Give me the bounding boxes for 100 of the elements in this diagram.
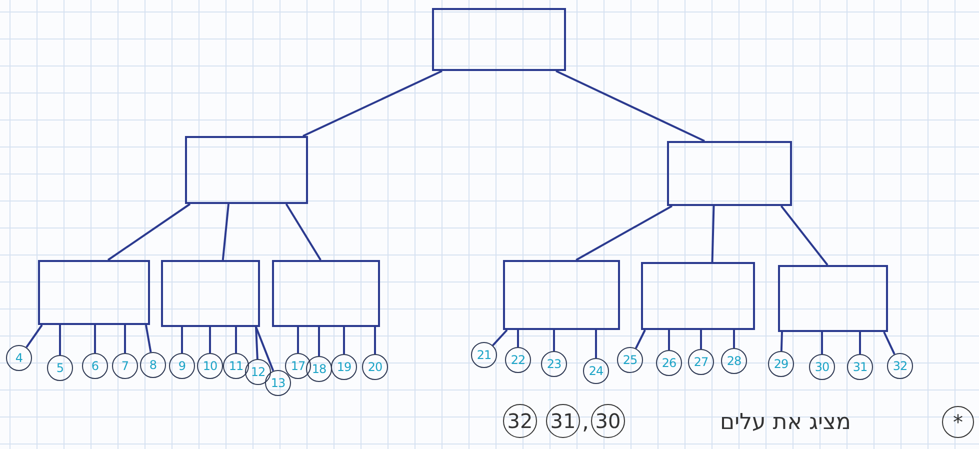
note-text: מציג את עלים bbox=[720, 409, 851, 437]
leaf-circle bbox=[285, 353, 311, 379]
circled-number: 32 bbox=[503, 404, 537, 438]
tree-node-box bbox=[185, 136, 308, 204]
tree-edge bbox=[302, 70, 442, 137]
tree-edge bbox=[255, 326, 258, 360]
leaf-number: 25 bbox=[622, 353, 638, 367]
leaf-number: 30 bbox=[814, 360, 830, 374]
leaf-circle bbox=[331, 354, 357, 380]
circled-asterisk: * bbox=[942, 406, 974, 438]
leaf-number: 24 bbox=[588, 364, 604, 378]
leaf-number: 32 bbox=[892, 359, 908, 373]
leaf-number: 29 bbox=[774, 357, 788, 371]
comma: , bbox=[582, 409, 589, 437]
tree-node-box bbox=[161, 260, 260, 327]
leaf-number: 26 bbox=[662, 356, 676, 370]
leaf-circle bbox=[541, 351, 567, 377]
tree-edge bbox=[553, 330, 555, 351]
leaf-number: 4 bbox=[15, 351, 23, 365]
leaf-number: 23 bbox=[546, 357, 562, 371]
tree-edge bbox=[318, 327, 320, 356]
leaf-number: 11 bbox=[228, 359, 244, 373]
tree-edge bbox=[209, 327, 211, 353]
tree-node-box bbox=[641, 262, 755, 330]
tree-edge bbox=[59, 325, 61, 355]
leaf-circle bbox=[617, 347, 643, 373]
leaf-number: 5 bbox=[56, 361, 64, 375]
tree-node-box bbox=[38, 260, 150, 325]
leaf-number: 10 bbox=[202, 359, 218, 373]
leaf-circle bbox=[887, 353, 913, 379]
leaf-circle bbox=[112, 353, 138, 379]
tree-edge bbox=[634, 330, 646, 349]
leaf-number: 28 bbox=[726, 354, 742, 368]
tree-edge bbox=[780, 332, 783, 352]
tree-edge bbox=[26, 324, 43, 348]
tree-edge bbox=[711, 206, 715, 262]
circled-number: 30 bbox=[591, 404, 625, 438]
leaf-circle bbox=[6, 345, 32, 371]
tree-edge bbox=[124, 325, 126, 353]
tree-edge bbox=[883, 332, 896, 355]
tree-node-box bbox=[432, 8, 566, 71]
leaf-number: 8 bbox=[149, 358, 157, 372]
leaf-circle bbox=[306, 356, 332, 382]
tree-edge bbox=[517, 330, 519, 347]
leaf-circle bbox=[471, 342, 497, 368]
tree-edge bbox=[297, 327, 299, 353]
leaf-circle bbox=[47, 355, 73, 381]
leaf-circle bbox=[847, 354, 873, 380]
leaf-circle bbox=[197, 353, 223, 379]
leaf-circle bbox=[809, 354, 835, 380]
leaf-number: 19 bbox=[336, 360, 352, 374]
tree-edge bbox=[181, 327, 183, 353]
tree-edge bbox=[145, 324, 152, 352]
leaf-number: 21 bbox=[476, 348, 492, 362]
leaf-number: 20 bbox=[368, 360, 382, 374]
tree-edge bbox=[576, 205, 672, 261]
leaf-circle bbox=[721, 348, 747, 374]
tree-edge bbox=[859, 332, 861, 354]
leaf-number: 18 bbox=[312, 362, 326, 376]
leaf-circle bbox=[245, 359, 271, 385]
leaf-circle bbox=[82, 353, 108, 379]
tree-edge bbox=[255, 326, 274, 372]
leaf-circle bbox=[688, 349, 714, 375]
tree-edge bbox=[222, 204, 230, 260]
tree-edge bbox=[492, 329, 508, 346]
tree-edge bbox=[374, 327, 376, 354]
tree-edge bbox=[107, 203, 191, 261]
leaf-circle bbox=[265, 370, 291, 396]
tree-edge bbox=[780, 205, 828, 266]
leaf-number: 27 bbox=[694, 355, 708, 369]
tree-edge bbox=[668, 330, 670, 350]
leaf-circle bbox=[140, 352, 166, 378]
tree-edge bbox=[235, 327, 237, 353]
leaf-number: 6 bbox=[91, 359, 99, 373]
tree-edge bbox=[595, 330, 597, 358]
tree-edge bbox=[94, 325, 96, 353]
leaf-circle bbox=[223, 353, 249, 379]
tree-edge bbox=[556, 70, 705, 142]
leaf-number: 7 bbox=[121, 359, 129, 373]
tree-node-box bbox=[667, 141, 792, 206]
leaf-circle bbox=[505, 347, 531, 373]
leaf-circle bbox=[583, 358, 609, 384]
tree-edge bbox=[285, 203, 322, 261]
leaf-number: 13 bbox=[270, 376, 286, 390]
leaf-circle bbox=[768, 351, 794, 377]
tree-edge bbox=[700, 330, 702, 349]
leaf-circle bbox=[169, 353, 195, 379]
leaf-number: 9 bbox=[178, 359, 186, 373]
tree-node-box bbox=[272, 260, 380, 327]
leaf-circle bbox=[656, 350, 682, 376]
leaf-number: 17 bbox=[290, 359, 306, 373]
tree-edge bbox=[343, 327, 345, 354]
tree-node-box bbox=[503, 260, 620, 330]
circled-number: 31 bbox=[546, 404, 580, 438]
leaf-number: 31 bbox=[852, 360, 868, 374]
tree-edge bbox=[821, 332, 823, 354]
leaf-number: 12 bbox=[250, 365, 266, 379]
leaf-circle bbox=[362, 354, 388, 380]
leaf-number: 22 bbox=[510, 353, 526, 367]
tree-node-box bbox=[778, 265, 888, 332]
